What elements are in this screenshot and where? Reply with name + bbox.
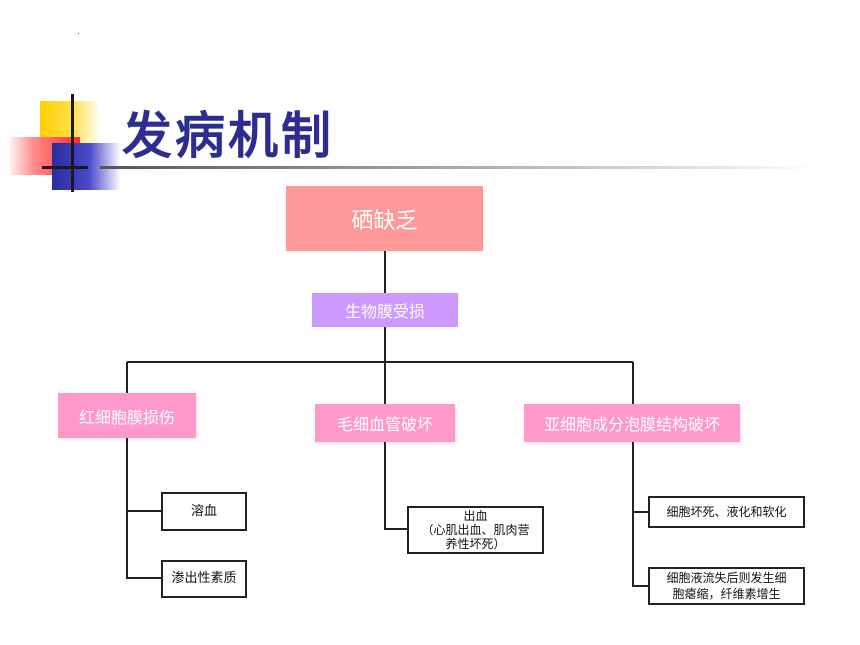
node-capillary-destruction: 毛细血管破坏 — [315, 404, 455, 442]
node-cell-necrosis: 细胞坏死、液化和软化 — [648, 496, 805, 528]
connector-cat1-exudate — [126, 511, 161, 579]
decor-horizontal-line — [42, 166, 88, 169]
connector-cat3-atrophy — [632, 512, 648, 587]
slide-title: 发病机制 — [122, 106, 334, 165]
decor-vertical-line — [71, 94, 74, 192]
connector-cat2-bleeding — [384, 442, 407, 530]
node-subcellular-damage: 亚细胞成分泡膜结构破坏 — [524, 404, 740, 442]
node-hemolysis: 溶血 — [161, 492, 247, 531]
bleeding-line-2: （心肌出血、肌肉营 — [421, 523, 530, 537]
node-rbc-membrane-damage: 红细胞膜损伤 — [58, 393, 196, 438]
node-biomembrane-damage: 生物膜受损 — [312, 293, 458, 327]
connector-cat1-hemolysis — [126, 438, 161, 512]
node-selenium-deficiency: 硒缺乏 — [286, 186, 483, 251]
bleeding-line-3: 养性坏死） — [445, 537, 506, 551]
title-underline — [100, 166, 820, 169]
node-bleeding: 出血 （心肌出血、肌肉营 养性坏死） — [407, 506, 544, 554]
node-cell-atrophy: 细胞液流失后则发生细 胞瘪缩，纤维素增生 — [648, 567, 805, 605]
node-exudative-diathesis: 渗出性素质 — [161, 560, 247, 598]
atrophy-line-1: 细胞液流失后则发生细 — [666, 571, 787, 585]
bleeding-line-1: 出血 — [463, 509, 488, 523]
connector-cat3-necrosis — [632, 442, 648, 513]
atrophy-line-2: 胞瘪缩，纤维素增生 — [672, 587, 781, 601]
slide-dot: . — [77, 26, 81, 37]
